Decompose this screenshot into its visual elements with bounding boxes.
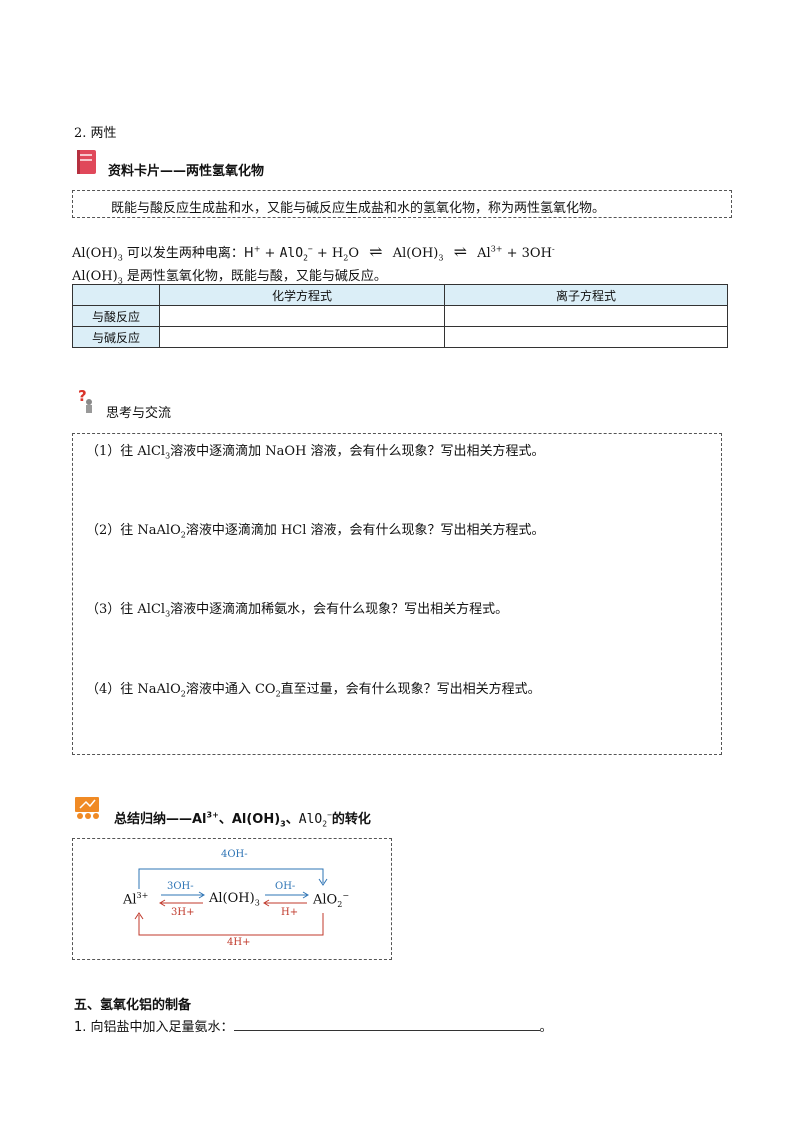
- table-header: [72, 284, 160, 306]
- question-2: （2）往 NaAlO2溶液中逐滴滴加 HCl 溶液，会有什么现象？写出相关方程式…: [86, 523, 545, 540]
- card-title: 资料卡片——两性氢氧化物: [108, 164, 265, 179]
- table-cell[interactable]: [159, 305, 445, 327]
- equilibrium-arrow-icon: ⇌: [453, 242, 468, 261]
- table-header: 化学方程式: [159, 284, 445, 306]
- table-header: 离子方程式: [444, 284, 728, 306]
- question-4: （4）往 NaAlO2溶液中通入 CO2直至过量，会有什么现象？写出相关方程式。: [86, 682, 541, 699]
- equilibrium-arrow-icon: ⇌: [369, 242, 383, 261]
- section5-title: 五、氢氧化铝的制备: [74, 998, 192, 1013]
- amphoteric-line: Al(OH)3 是两性氢氧化物，既能与酸，又能与碱反应。: [72, 269, 387, 286]
- label-4h: 4H+: [227, 937, 251, 948]
- species-alo2: AlO2−: [313, 891, 350, 909]
- label-3h: 3H+: [171, 907, 195, 918]
- species-aloh3: Al(OH)3: [209, 891, 260, 908]
- svg-text:?: ?: [78, 388, 87, 405]
- row-label: 与酸反应: [72, 305, 160, 327]
- book-icon: [76, 148, 98, 176]
- table-row: 与碱反应: [72, 326, 728, 348]
- question-person-icon: ?: [76, 387, 96, 414]
- table-cell[interactable]: [159, 326, 445, 348]
- table-cell[interactable]: [444, 305, 728, 327]
- table-cell[interactable]: [444, 326, 728, 348]
- definition-box: 既能与酸反应生成盐和水，又能与碱反应生成盐和水的氢氧化物，称为两性氢氧化物。: [72, 190, 732, 218]
- label-oh: OH-: [275, 881, 296, 892]
- section-title: 2. 两性: [74, 126, 117, 141]
- label-h: H+: [281, 907, 299, 918]
- teacher-board-icon: [74, 796, 102, 822]
- think-box: [72, 433, 722, 755]
- section5-item1: 1. 向铝盐中加入足量氨水：。: [74, 1018, 553, 1035]
- species-al3: Al3+: [123, 891, 149, 908]
- definition-text: 既能与酸反应生成盐和水，又能与碱反应生成盐和水的氢氧化物，称为两性氢氧化物。: [111, 201, 606, 216]
- summary-title: 总结归纳——Al3+、Al(OH)3、AlO2−的转化: [114, 810, 371, 829]
- label-4oh: 4OH-: [221, 849, 248, 860]
- question-3: （3）往 AlCl3溶液中逐滴滴加稀氨水，会有什么现象？写出相关方程式。: [86, 602, 509, 619]
- answer-blank[interactable]: [233, 1018, 540, 1031]
- diagram-arrows: [134, 868, 328, 936]
- think-title: 思考与交流: [106, 406, 172, 421]
- conversion-diagram: 4OH- 4H+ 3OH- 3H+ OH- H+ Al3+ Al(OH)3 Al…: [72, 838, 392, 960]
- question-1: （1）往 AlCl3溶液中逐滴滴加 NaOH 溶液，会有什么现象？写出相关方程式…: [86, 444, 545, 461]
- label-3oh: 3OH-: [167, 881, 194, 892]
- row-label: 与碱反应: [72, 326, 160, 348]
- ionization-equation: Al(OH)3 可以发生两种电离：H+ + AlO2− + H2O ⇌ Al(O…: [72, 242, 555, 263]
- table-row: 与酸反应: [72, 305, 728, 327]
- reaction-table: 化学方程式 离子方程式 与酸反应 与碱反应: [72, 284, 728, 348]
